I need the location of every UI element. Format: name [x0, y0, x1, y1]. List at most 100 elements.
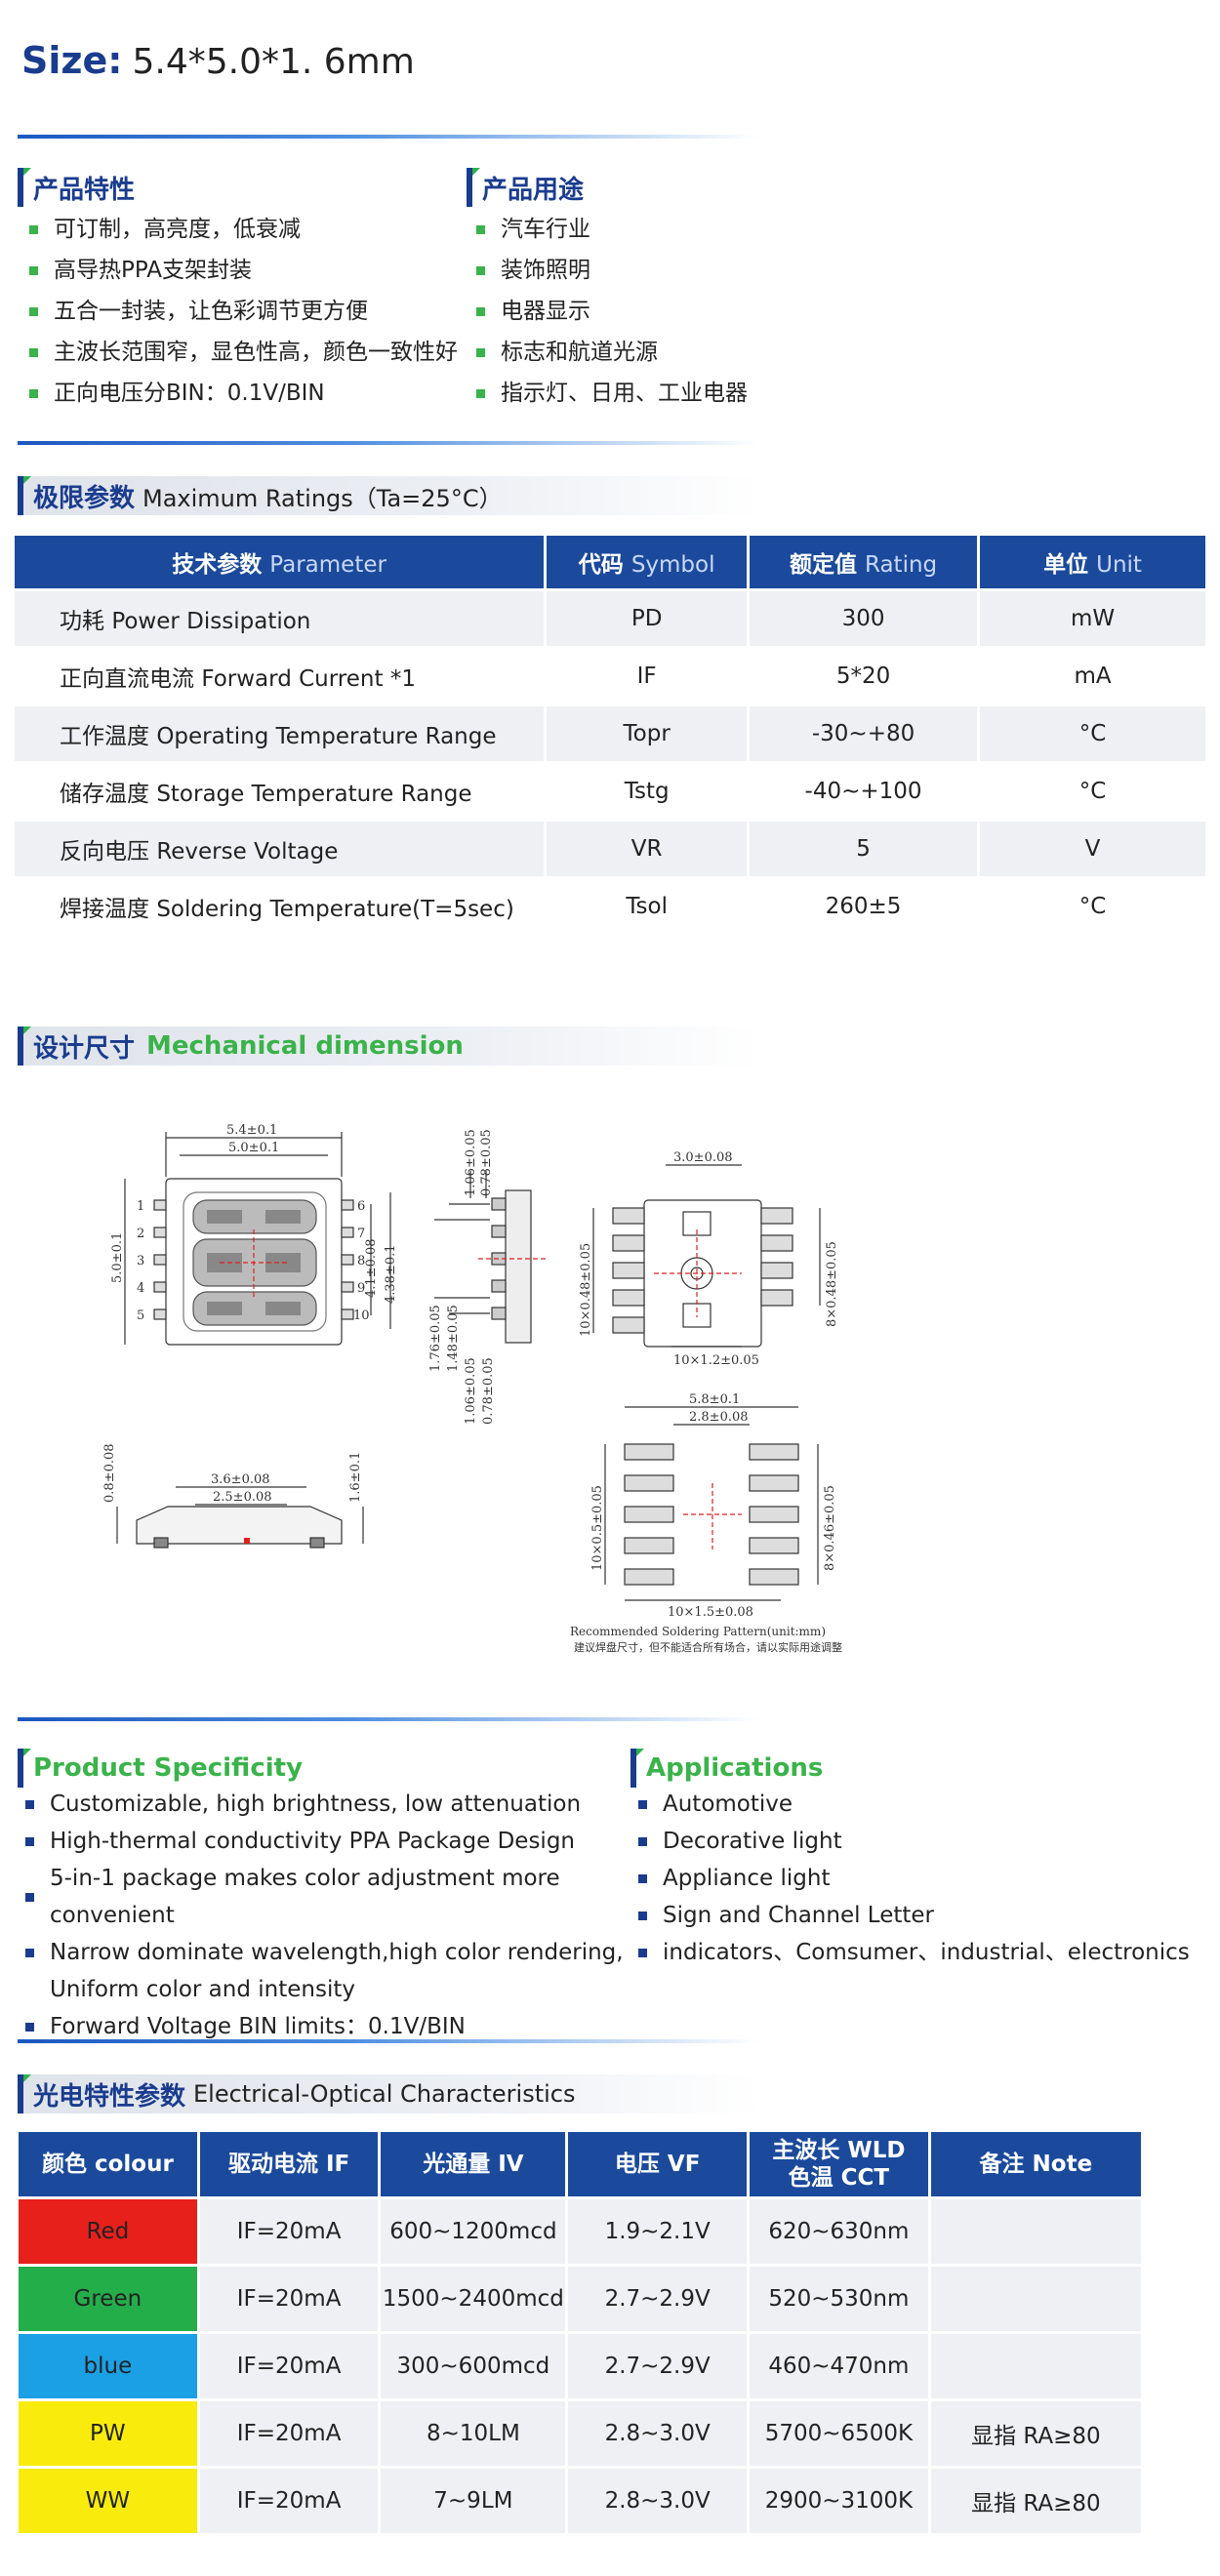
svg-text:5.0±0.1: 5.0±0.1: [110, 1232, 125, 1283]
list-item: 指示灯、日用、工业电器: [476, 373, 789, 414]
svg-text:2: 2: [137, 1227, 144, 1241]
svg-text:5: 5: [137, 1308, 144, 1323]
svg-text:4: 4: [137, 1281, 144, 1296]
heading-text: 光电特性参数: [33, 2081, 186, 2112]
svg-text:建议焊盘尺寸，但不能适合所有场合，请以实际用途调整: 建议焊盘尺寸，但不能适合所有场合，请以实际用途调整: [574, 1640, 842, 1654]
svg-text:10×1.5±0.08: 10×1.5±0.08: [668, 1605, 753, 1620]
heading-tab: [18, 476, 31, 515]
colour-swatch-green: Green: [19, 2267, 197, 2331]
svg-text:10×0.48±0.05: 10×0.48±0.05: [579, 1243, 593, 1337]
svg-text:3: 3: [137, 1254, 144, 1268]
features-en-heading: Product Specificity: [18, 1749, 427, 1788]
svg-text:1: 1: [137, 1199, 144, 1214]
svg-text:Recommended Soldering Pattern(: Recommended Soldering Pattern(unit:mm): [570, 1625, 826, 1638]
svg-text:1.6±0.1: 1.6±0.1: [348, 1452, 363, 1503]
features-cn-heading: 产品特性: [18, 168, 427, 207]
list-item: Forward Voltage BIN limits：0.1V/BIN: [25, 2008, 630, 2045]
heading-text: Product Specificity: [33, 1753, 304, 1783]
max-ratings-table: 技术参数 Parameter 代码 Symbol 额定值 Rating 单位 U…: [12, 533, 1208, 937]
list-item: indicators、Comsumer、industrial、electroni…: [638, 1934, 1214, 1971]
applications-cn-heading: 产品用途: [467, 168, 779, 207]
list-item: Appliance light: [638, 1860, 1214, 1897]
svg-text:10: 10: [353, 1308, 370, 1323]
table-row: 储存温度 Storage Temperature Range Tstg-40~+…: [15, 764, 1205, 819]
colour-swatch-blue: blue: [19, 2334, 197, 2398]
list-item: Automotive: [638, 1786, 1214, 1823]
table-row: 工作温度 Operating Temperature Range Topr-30…: [15, 706, 1205, 761]
top-view-labels: 5.4±0.1 5.0±0.1 5.0±0.1 4.1±0.08 4.38±0.…: [110, 1123, 398, 1323]
header-rating: 额定值 Rating: [750, 536, 978, 588]
mechanical-drawing: 5.4±0.1 5.0±0.1 5.0±0.1 4.1±0.08 4.38±0.…: [102, 1123, 842, 1654]
svg-text:2.8±0.08: 2.8±0.08: [689, 1410, 749, 1425]
svg-text:5.4±0.1: 5.4±0.1: [226, 1123, 277, 1138]
svg-text:4.1±0.08: 4.1±0.08: [364, 1238, 379, 1298]
list-item: High-thermal conductivity PPA Package De…: [25, 1823, 630, 1860]
heading-tab: [18, 2074, 31, 2113]
svg-text:7: 7: [357, 1227, 365, 1241]
heading-tab: [467, 168, 480, 207]
svg-text:10×0.5±0.05: 10×0.5±0.05: [590, 1485, 605, 1571]
svg-text:1.48±0.05: 1.48±0.05: [446, 1305, 461, 1372]
svg-text:4.38±0.1: 4.38±0.1: [384, 1244, 398, 1304]
size-title: Size:5.4*5.0*1. 6mm: [21, 39, 415, 82]
divider: [18, 1717, 759, 1721]
side-view-labels: 1.06±0.05 0.78±0.05 1.76±0.05 1.48±0.05 …: [428, 1129, 496, 1425]
svg-text:10×1.2±0.05: 10×1.2±0.05: [673, 1353, 759, 1368]
svg-text:1.06±0.05: 1.06±0.05: [464, 1129, 478, 1196]
list-item: 可订制，高亮度，低衰减: [29, 209, 478, 250]
list-item: 五合一封装，让色彩调节更方便: [29, 291, 478, 332]
heading-tab: [18, 168, 31, 207]
heading-tab: [18, 1749, 31, 1788]
svg-text:5.8±0.1: 5.8±0.1: [689, 1392, 740, 1407]
svg-text:8: 8: [357, 1254, 365, 1268]
list-item: 高导热PPA支架封装: [29, 250, 478, 291]
svg-text:8×0.48±0.05: 8×0.48±0.05: [825, 1241, 839, 1327]
heading-text: Applications: [646, 1753, 824, 1783]
profile-view-labels: 3.6±0.08 2.5±0.08 0.8±0.08 1.6±0.1: [102, 1443, 363, 1505]
colour-swatch-ww: WW: [19, 2469, 197, 2533]
mechanical-heading: 设计尺寸 Mechanical dimension: [18, 1026, 759, 1066]
features-en-list: Customizable, high brightness, low atten…: [25, 1786, 630, 2045]
heading-text-en: Mechanical dimension: [146, 1031, 464, 1061]
list-item: 5-in-1 package makes color adjustment mo…: [25, 1860, 630, 1934]
heading-text: 极限参数: [33, 483, 136, 513]
list-item: 主波长范围窄，显色性高，颜色一致性好: [29, 332, 478, 373]
heading-text: 产品用途: [482, 175, 585, 205]
list-item: Sign and Channel Letter: [638, 1897, 1214, 1934]
divider: [18, 2039, 759, 2043]
list-item: 汽车行业: [476, 209, 789, 250]
heading-text: 设计尺寸: [33, 1033, 136, 1064]
applications-en-heading: Applications: [630, 1749, 923, 1788]
table-header-row: 技术参数 Parameter 代码 Symbol 额定值 Rating 单位 U…: [15, 536, 1205, 588]
applications-en-list: Automotive Decorative light Appliance li…: [638, 1786, 1214, 1971]
bottom-view: [592, 1164, 821, 1348]
solder-pattern: [604, 1406, 819, 1601]
heading-tab: [18, 1026, 31, 1066]
profile-view: [116, 1486, 364, 1549]
list-item: 装饰照明: [476, 250, 789, 291]
svg-text:3.0±0.08: 3.0±0.08: [673, 1150, 733, 1165]
heading-text: 产品特性: [33, 175, 136, 205]
colour-swatch-pw: PW: [19, 2401, 197, 2466]
list-item: 正向电压分BIN：0.1V/BIN: [29, 373, 478, 414]
svg-text:3.6±0.08: 3.6±0.08: [211, 1472, 270, 1487]
heading-text-en: Electrical-Optical Characteristics: [193, 2080, 576, 2108]
svg-text:1.06±0.05: 1.06±0.05: [464, 1357, 478, 1425]
list-item: 标志和航道光源: [476, 332, 789, 373]
heading-tab: [630, 1749, 644, 1788]
heading-text-en: Maximum Ratings（Ta=25°C）: [142, 484, 503, 512]
size-label: Size:: [21, 39, 123, 82]
svg-text:1.76±0.05: 1.76±0.05: [428, 1305, 443, 1372]
list-item: Narrow dominate wavelength,high color re…: [25, 1934, 630, 1971]
